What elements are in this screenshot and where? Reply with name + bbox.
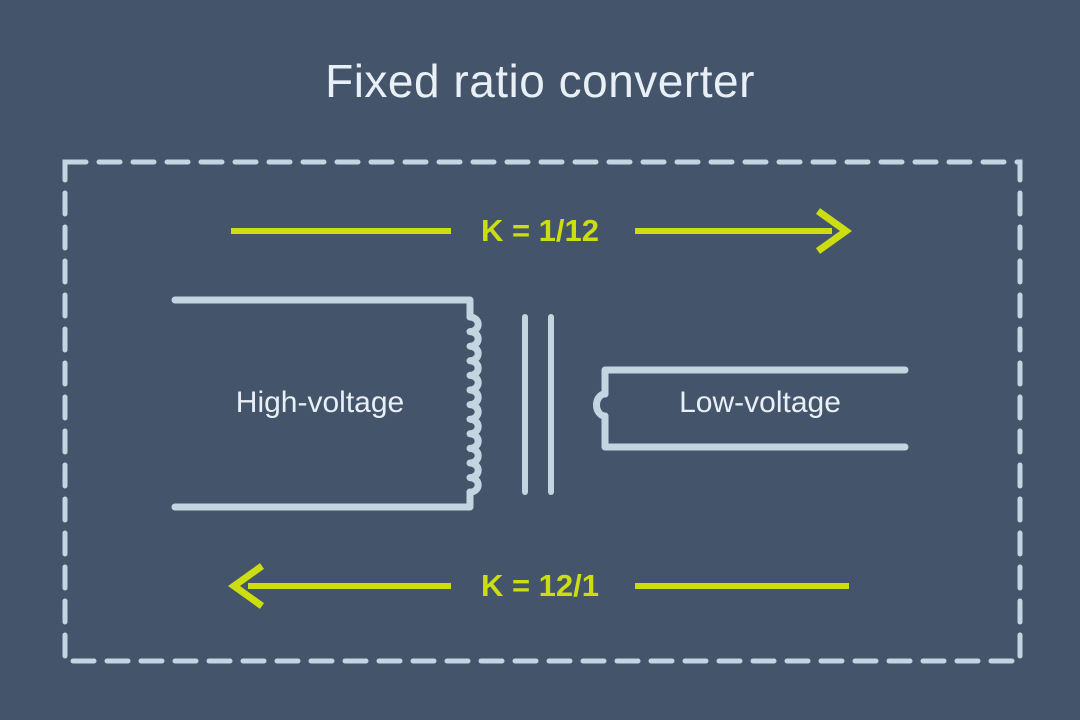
reverse-arrowhead-icon	[227, 563, 265, 609]
secondary-top-lead	[601, 366, 909, 398]
primary-top-lead	[171, 296, 474, 321]
primary-winding-label: High-voltage	[235, 386, 405, 419]
forward-ratio-label: K = 1/12	[480, 213, 600, 248]
reverse-ratio-label: K = 12/1	[480, 568, 600, 603]
secondary-coil-turn	[593, 390, 609, 420]
transformer-secondary-winding	[593, 366, 909, 451]
primary-coil-turns	[466, 313, 482, 496]
secondary-winding-label: Low-voltage	[679, 386, 841, 419]
forward-arrowhead-icon	[815, 208, 853, 254]
transformer-primary-winding	[171, 296, 482, 511]
boundary-dashed-rect	[62, 159, 1023, 664]
forward-ratio-arrow	[231, 208, 853, 254]
reverse-ratio-arrow	[227, 563, 849, 609]
page-title: Fixed ratio converter	[325, 55, 755, 107]
transformer-core	[522, 314, 554, 495]
secondary-bottom-lead	[601, 412, 909, 451]
primary-bottom-lead	[171, 488, 474, 511]
